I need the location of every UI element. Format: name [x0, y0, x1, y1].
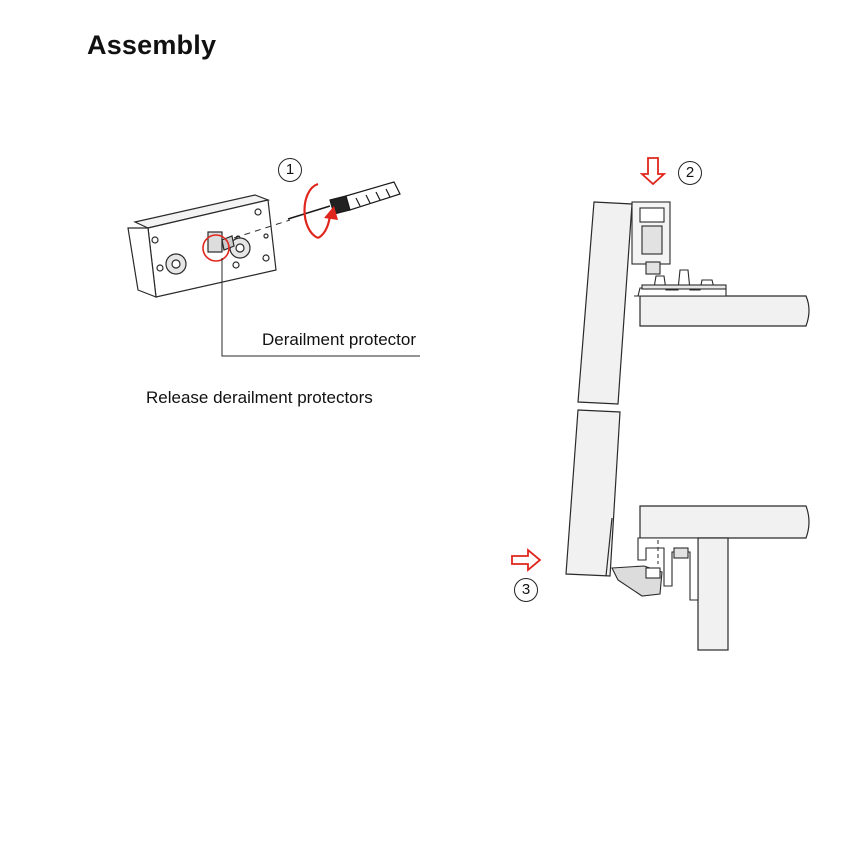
highlight-circle: [202, 234, 230, 262]
derailment-protector-label: Derailment protector: [262, 330, 417, 349]
ceiling-slab: [639, 295, 810, 327]
panel-lower: [565, 409, 621, 577]
page-title: Assembly: [87, 30, 217, 60]
step-badge-2: 2: [678, 161, 702, 185]
step-badge-1: 1: [278, 158, 302, 182]
right-arrow-icon: [511, 548, 542, 572]
down-arrow-icon: [639, 157, 667, 186]
bottom-guide: [611, 565, 663, 597]
bottom-track: [637, 537, 699, 601]
step-badge-3: 3: [514, 578, 538, 602]
top-carriage: [631, 201, 671, 275]
leader-line: [221, 258, 420, 357]
roller-carriage: [127, 194, 277, 298]
panel-upper: [577, 201, 633, 405]
rotation-arrow-icon: [303, 182, 338, 240]
release-caption: Release derailment protectors: [146, 388, 373, 407]
bottom-slab: [639, 505, 810, 651]
top-track: [634, 269, 727, 297]
